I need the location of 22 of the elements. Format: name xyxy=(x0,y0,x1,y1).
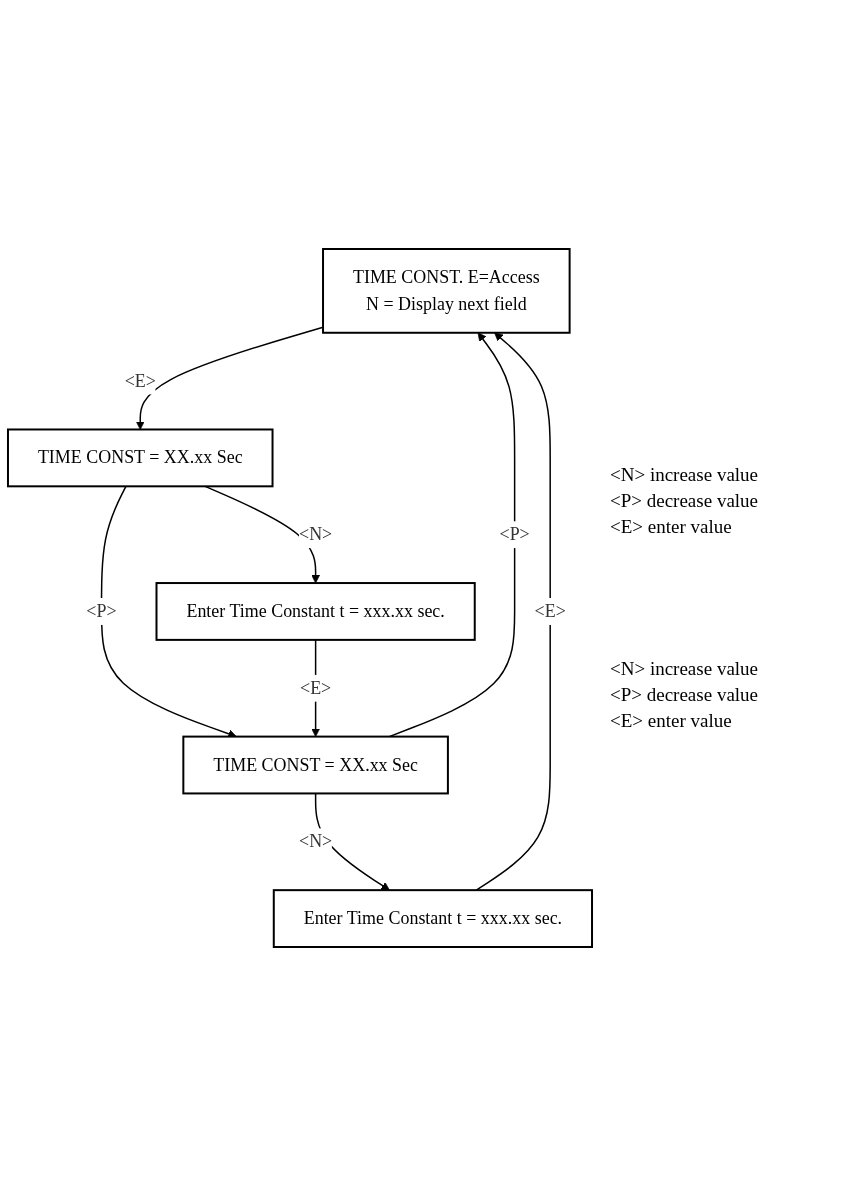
node-box: Enter Time Constant t = xxx.xx sec. xyxy=(155,582,476,641)
node-box: TIME CONST = XX.xx Sec xyxy=(182,735,449,795)
edge-label: <P> xyxy=(499,524,530,545)
arrow xyxy=(135,326,324,430)
edge-label: <E> xyxy=(300,677,332,698)
arrow xyxy=(204,485,320,584)
key-note: <E> enter value xyxy=(610,516,733,538)
edge-label: <E> xyxy=(534,600,566,621)
arrow xyxy=(388,332,516,738)
node-box: Enter Time Constant t = xxx.xx sec. xyxy=(272,889,593,948)
key-note: <P> decrease value xyxy=(610,490,760,512)
key-note: <E> enter value xyxy=(610,710,733,732)
key-note: <P> decrease value xyxy=(610,684,760,706)
arrow xyxy=(475,332,551,891)
edge-label: <E> xyxy=(124,370,156,391)
key-note: <N> increase value xyxy=(610,464,760,486)
node-box: TIME CONST = XX.xx Sec xyxy=(7,428,274,488)
edge-label: <P> xyxy=(86,600,117,621)
key-note: <N> increase value xyxy=(610,658,760,680)
edge-label: <N> xyxy=(299,524,333,545)
node-box: TIME CONST. E=Access N = Display next field xyxy=(322,248,571,334)
edge-label: <N> xyxy=(299,831,333,852)
